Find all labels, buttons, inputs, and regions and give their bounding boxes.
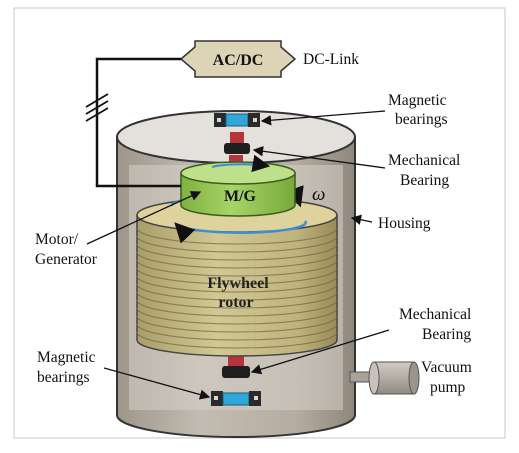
rotor-stripes [136, 227, 338, 349]
mg-label: M/G [224, 188, 257, 205]
rotor-stripe [136, 275, 338, 293]
rotor-stripe [136, 291, 338, 309]
rotor-stripe [136, 323, 338, 341]
rotor-rotation-arrow-2 [174, 220, 307, 244]
rotor-stripe [136, 267, 338, 285]
mechanical-bearing-top-label-1: Mechanical [388, 152, 460, 169]
dc-link-label: DC-Link [303, 51, 359, 68]
motor-generator-label-2: Generator [35, 251, 98, 268]
magnetic-bearings-bottom-label-1: Magnetic [37, 349, 96, 366]
magnetic-bearings-top-label-1: Magnetic [388, 92, 447, 109]
mechanical-bearing-bottom-label-1: Mechanical [399, 306, 471, 323]
acdc-label: AC/DC [213, 52, 264, 69]
rotor-stripe [136, 251, 338, 269]
rotor-stripe [136, 331, 338, 349]
flywheel-rotor: Flywheel rotor [136, 185, 338, 357]
vacuum-pump-label-1: Vacuum [421, 359, 472, 376]
rotor-stripe [136, 315, 338, 333]
rotor-stripe [136, 243, 338, 261]
magnetic-bearings-bottom-label-2: bearings [37, 369, 90, 386]
magnetic-bearings-top-label-2: bearings [395, 111, 448, 128]
mechanical-bearing-bottom-label-2: Bearing [422, 326, 471, 343]
bottom-mechanical-bearing [222, 358, 250, 378]
top-magnetic-bearing [214, 113, 260, 127]
bottom-magnetic-bearing [211, 391, 261, 406]
rotor-stripe [136, 235, 338, 253]
acdc-converter: AC/DC [179, 40, 297, 78]
rotor-stripe [136, 259, 338, 277]
rotor-label-line1: Flywheel [207, 275, 269, 292]
rotor-stripe [136, 283, 338, 301]
omega-symbol: ω [312, 184, 325, 205]
mg-rotation-arrow [211, 154, 271, 173]
vacuum-pump [349, 361, 420, 395]
rotor-stripe [136, 307, 338, 325]
power-cable [95, 57, 181, 188]
rotor-stripe [136, 299, 338, 317]
top-mechanical-bearing [224, 132, 250, 154]
housing-label: Housing [378, 215, 431, 232]
mechanical-bearing-top-label-2: Bearing [400, 172, 449, 189]
motor-generator-label-1: Motor/ [35, 231, 79, 248]
rotor-stripe [136, 227, 338, 245]
motor-generator-block: M/G [180, 154, 296, 217]
three-phase-marks [85, 93, 109, 122]
leader-lines [86, 110, 390, 400]
rotor-label-line2: rotor [218, 294, 253, 311]
vacuum-pump-label-2: pump [430, 379, 466, 396]
